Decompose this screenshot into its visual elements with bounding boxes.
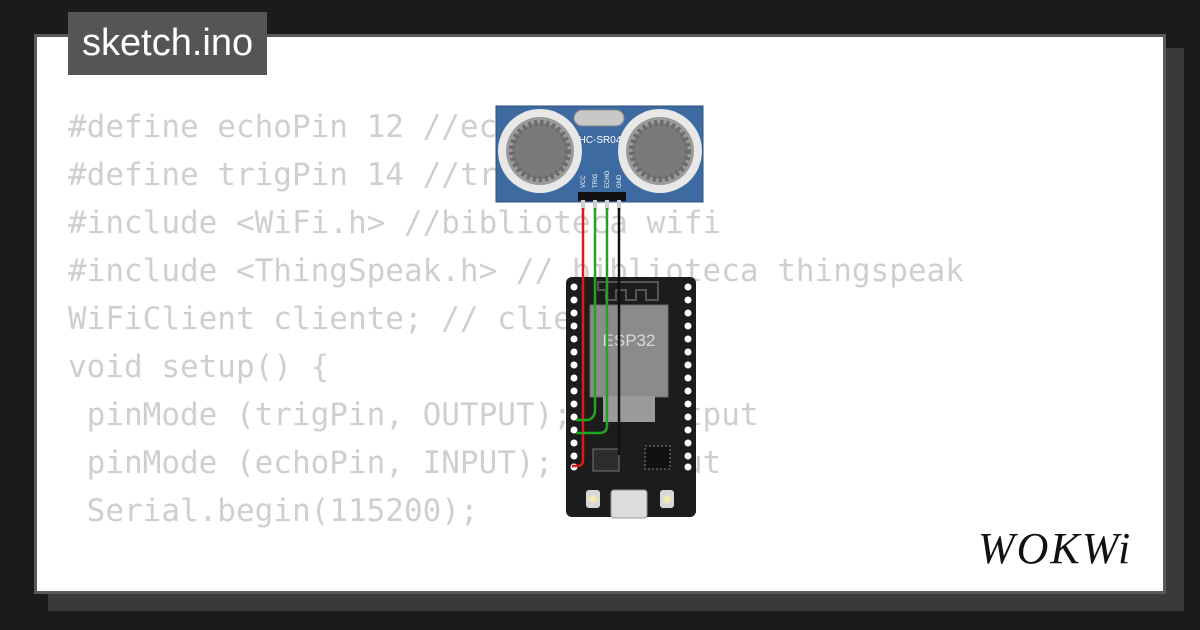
pin-label-gnd: GND xyxy=(617,174,623,188)
code-line: void setup() { xyxy=(68,349,330,385)
wire-trig xyxy=(576,208,597,422)
pin-label-vcc: VCC xyxy=(581,175,587,188)
chip-label: ESP32 xyxy=(603,331,656,350)
code-block: #define echoPin 12 //echopin#define trig… xyxy=(68,103,964,535)
wire-echo xyxy=(576,208,609,435)
code-line: Serial.begin(115200); xyxy=(68,493,479,529)
hc-sr04-sensor[interactable]: HC-SR04 VCC TRIG ECHO GND xyxy=(495,105,704,210)
pin-label-trig: TRIG xyxy=(593,173,599,188)
wire-vcc xyxy=(572,208,585,468)
file-tab[interactable]: sketch.ino xyxy=(68,12,268,75)
sensor-name: HC-SR04 xyxy=(579,135,622,146)
pin-label-echo: ECHO xyxy=(605,170,611,188)
code-line: #include <ThingSpeak.h> // biblioteca th… xyxy=(68,253,964,289)
logo-text: WOKWi xyxy=(978,524,1132,573)
code-line: #include <WiFi.h> //biblioteca wifi xyxy=(68,205,722,241)
wokwi-logo: WOKWi xyxy=(978,521,1148,578)
wires xyxy=(572,208,621,468)
esp32-board[interactable]: ESP32 xyxy=(566,277,696,519)
